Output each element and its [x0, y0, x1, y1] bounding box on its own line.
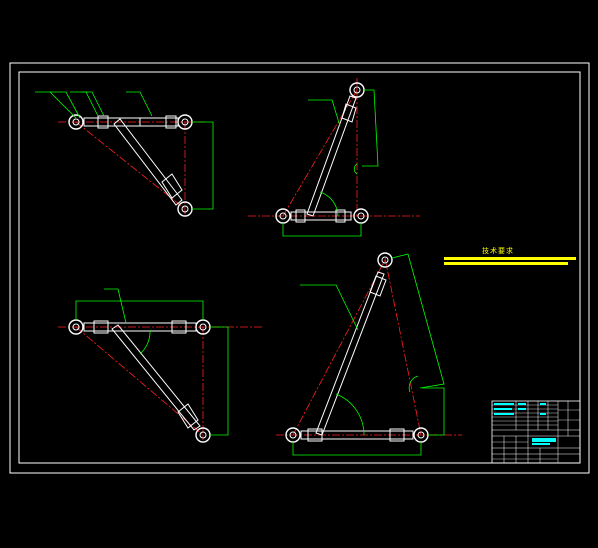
outer-frame: [9, 62, 590, 474]
title-block: [491, 400, 581, 464]
inner-frame: [18, 71, 581, 464]
view-top-right: [248, 78, 420, 237]
view-bottom-left: [58, 288, 262, 443]
view-top-left: [35, 91, 214, 217]
view-bottom-right: [276, 252, 462, 456]
tech-requirements-title: 技术要求: [482, 247, 514, 255]
tech-requirements-notes: [444, 257, 576, 265]
